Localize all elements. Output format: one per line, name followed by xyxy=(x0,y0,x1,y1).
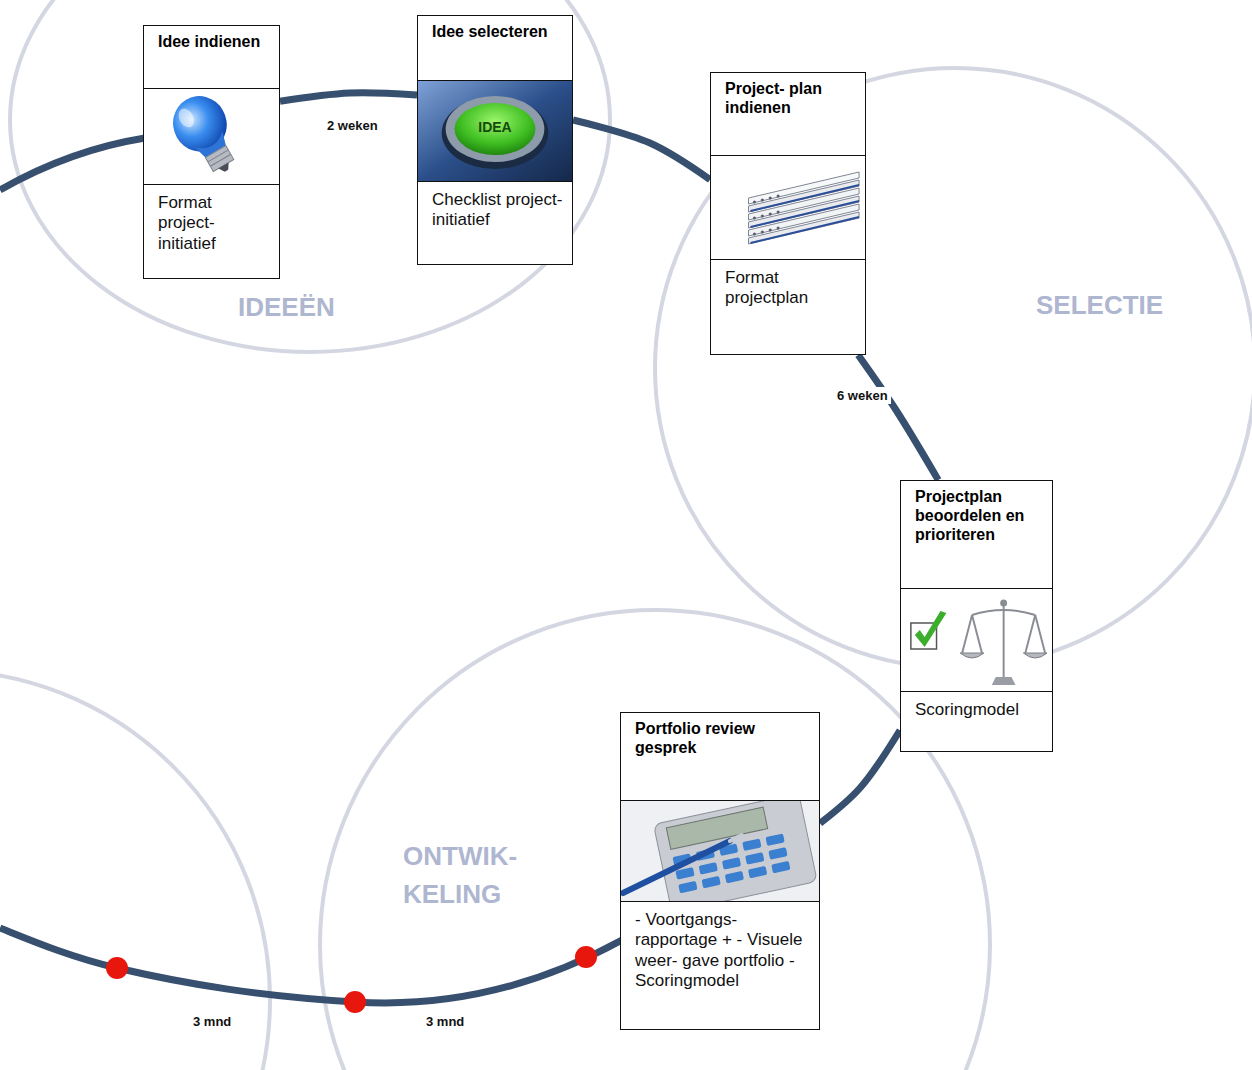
step-document: Format projectplan xyxy=(711,259,865,354)
notebook-stack-icon xyxy=(753,216,756,219)
button-text: IDEA xyxy=(447,119,543,136)
check-and-scales-icon xyxy=(1003,603,1005,677)
step-document: - Voortgangs- rapportage + - Visuele wee… xyxy=(621,901,819,1029)
check-and-scales-icon xyxy=(960,653,984,658)
duration-label: 6 weken xyxy=(834,387,891,404)
process-box: Idee indienen Format project- initiatief xyxy=(143,25,280,279)
check-and-scales-icon xyxy=(1023,653,1047,658)
notebook-stack-icon xyxy=(750,217,859,243)
step-picture xyxy=(621,801,819,901)
check-and-scales-icon xyxy=(992,677,1016,685)
check-and-scales-icon xyxy=(962,603,1045,677)
step-picture xyxy=(711,156,865,259)
calculator-icon xyxy=(722,857,741,870)
check-and-scales-icon xyxy=(901,589,1052,691)
notebook-stack-icon xyxy=(777,210,780,213)
duration-label: 3 mnd xyxy=(426,1014,486,1030)
idea-button-icon xyxy=(418,81,572,181)
notebook-stack-icon xyxy=(750,185,859,243)
calculator-icon xyxy=(678,881,697,894)
process-box: Projectplan beoordelen en prioriteren Sc… xyxy=(900,480,1053,752)
lightbulb-icon xyxy=(175,106,197,130)
notebook-stack-icon xyxy=(761,198,764,201)
check-and-scales-icon xyxy=(1000,600,1007,607)
calculator-icon xyxy=(771,861,790,874)
step-document: Format project- initiatief xyxy=(144,184,279,278)
notebook-stack-icon xyxy=(750,185,859,211)
notebook-stack-icon xyxy=(769,196,772,199)
track-connector xyxy=(820,730,900,823)
calculator-icon xyxy=(742,838,761,851)
calculator-icon xyxy=(699,862,718,875)
check-and-scales-icon xyxy=(1025,615,1035,653)
lightbulb-icon xyxy=(205,146,233,172)
lightbulb-icon xyxy=(163,89,249,184)
calculator-icon xyxy=(653,801,817,901)
step-picture xyxy=(901,589,1052,691)
calculator-icon xyxy=(730,835,742,841)
step-title: Projectplan beoordelen en prioriteren xyxy=(901,481,1052,589)
phase-label: ONTWIK- KELING xyxy=(403,838,543,913)
phase-circle xyxy=(10,0,610,352)
notebook-stack-icon xyxy=(769,212,772,215)
track-line xyxy=(0,138,622,1003)
milestone-dot xyxy=(106,946,597,1013)
calculator-icon xyxy=(725,871,744,884)
notebook-stack-icon xyxy=(753,194,780,235)
lightbulb-icon xyxy=(208,150,228,162)
notebook-stack-icon xyxy=(711,156,865,259)
notebook-stack-icon xyxy=(769,228,772,231)
notebook-stack-icon xyxy=(749,172,860,244)
notebook-stack-icon xyxy=(753,232,756,235)
phase-circle xyxy=(0,670,270,1070)
process-box: Project- plan indienen Format projectpla… xyxy=(710,72,866,355)
step-title: Idee selecteren xyxy=(418,16,572,81)
calculator-icon xyxy=(768,847,787,860)
check-and-scales-icon xyxy=(972,610,1035,615)
check-and-scales-icon xyxy=(972,615,982,653)
track-connector xyxy=(280,93,417,101)
step-title: Idee indienen xyxy=(144,26,279,89)
notebook-stack-icon xyxy=(777,194,780,197)
step-title: Project- plan indienen xyxy=(711,73,865,156)
lightbulb-icon xyxy=(218,162,231,173)
milestone-dot xyxy=(344,991,366,1013)
track-line xyxy=(0,928,622,1003)
notebook-stack-icon xyxy=(761,230,764,233)
milestone-dot xyxy=(575,946,597,968)
step-document: Scoringmodel xyxy=(901,691,1052,751)
notebook-stack-icon xyxy=(750,201,859,227)
track-connector xyxy=(858,355,938,480)
notebook-stack-icon xyxy=(761,214,764,217)
phase-label: SELECTIE xyxy=(1036,290,1186,321)
lightbulb-icon xyxy=(144,89,279,184)
check-and-scales-icon xyxy=(962,615,972,653)
step-picture xyxy=(144,89,279,184)
calculator-icon xyxy=(621,801,819,901)
process-box: Portfolio review gesprek - Voortgangs- r… xyxy=(620,712,820,1030)
calculator-icon xyxy=(765,833,784,846)
calculator-icon xyxy=(653,801,817,901)
calculator-icon xyxy=(623,841,730,893)
phase-label: IDEEËN xyxy=(238,292,378,323)
duration-label: 3 mnd xyxy=(193,1014,253,1030)
track-connector xyxy=(573,120,710,180)
process-box: Idee selecteren Checklist project- initi… xyxy=(417,15,573,265)
check-and-scales-icon xyxy=(1035,615,1045,653)
track-line xyxy=(0,138,145,190)
check-and-scales-icon xyxy=(915,611,947,647)
step-title: Portfolio review gesprek xyxy=(621,713,819,801)
calculator-icon xyxy=(702,876,721,889)
calculator-icon xyxy=(745,852,764,865)
idea-button-icon xyxy=(446,96,545,162)
notebook-stack-icon xyxy=(777,226,780,229)
calculator-icon xyxy=(748,866,767,879)
milestone-dot xyxy=(106,957,128,979)
duration-label: 2 weken xyxy=(324,117,381,134)
step-document: Checklist project- initiatief xyxy=(418,181,572,264)
idea-button-icon xyxy=(442,97,549,169)
notebook-stack-icon xyxy=(753,200,756,203)
